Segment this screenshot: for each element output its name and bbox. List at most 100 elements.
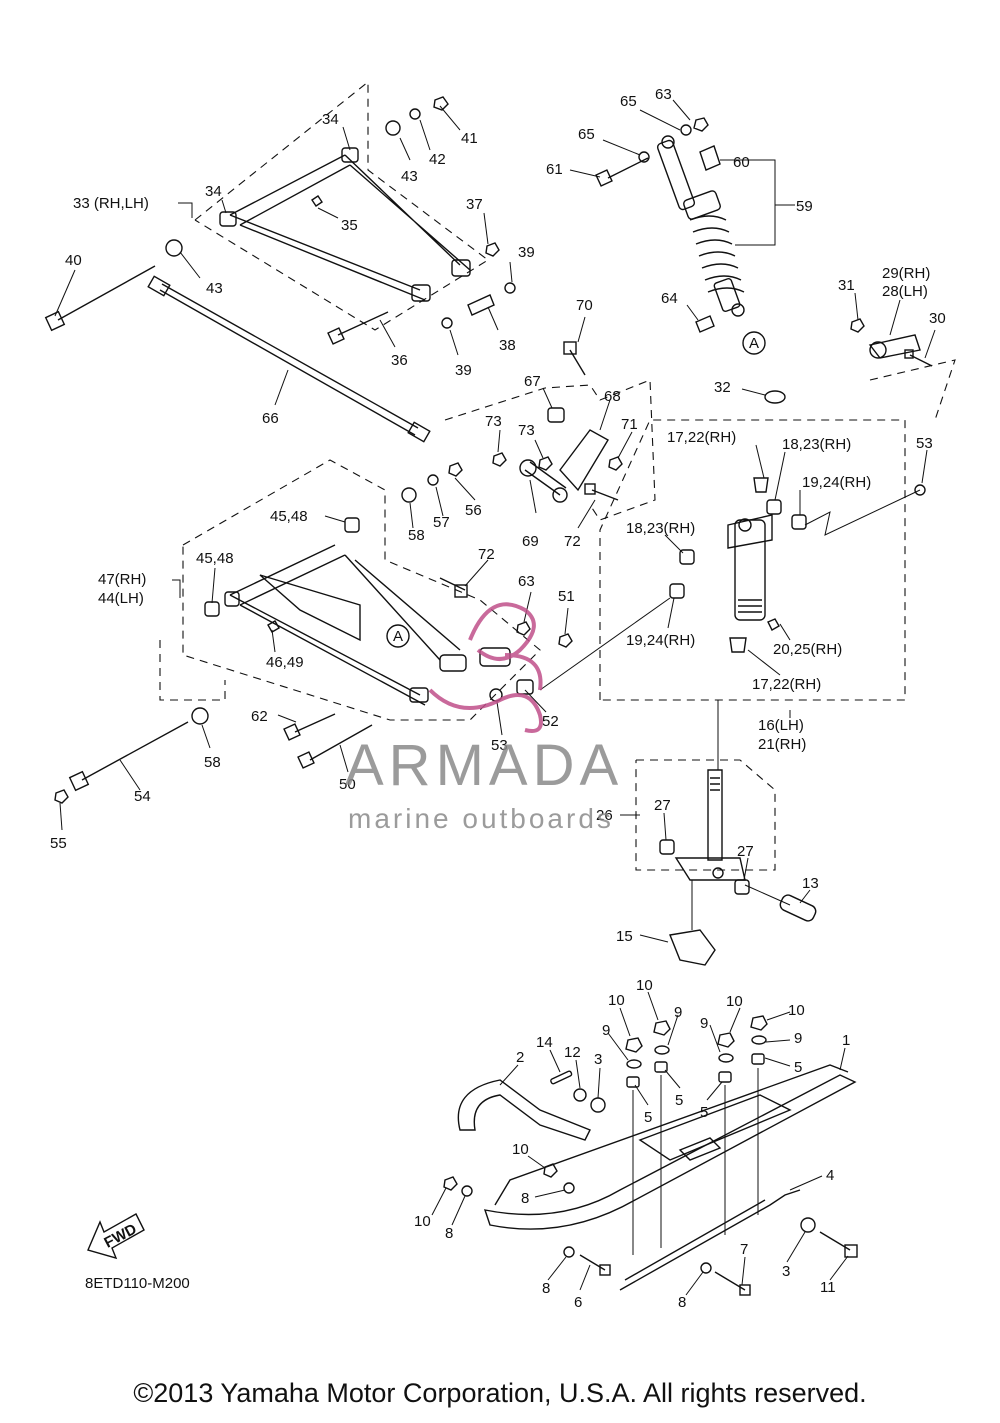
label-62: 62 — [251, 708, 268, 725]
nut-37 — [485, 242, 500, 257]
label-72-linkage: 72 — [564, 533, 581, 550]
nut-10-left — [443, 1176, 458, 1191]
leader-lines — [54, 99, 936, 1296]
collar-3-upper — [590, 1097, 606, 1113]
washer-39-lower — [441, 317, 453, 329]
bolt-70 — [563, 341, 586, 376]
washer-58-lower — [191, 707, 209, 725]
label-31: 31 — [838, 277, 855, 294]
label-3-lower: 3 — [782, 1263, 790, 1280]
label-9-c: 9 — [700, 1015, 708, 1032]
label-1: 1 — [842, 1032, 850, 1049]
label-10-d: 10 — [788, 1002, 805, 1019]
label-2: 2 — [516, 1049, 524, 1066]
label-29: 29(RH) — [882, 265, 930, 282]
pin-13 — [779, 894, 817, 922]
label-73-a: 73 — [485, 413, 502, 430]
label-55: 55 — [50, 835, 67, 852]
label-69: 69 — [522, 533, 539, 550]
bolt-62 — [283, 713, 336, 741]
label-6: 6 — [574, 1294, 582, 1311]
link-rod-69 — [519, 459, 568, 503]
bushing-27-a — [659, 839, 675, 855]
watermark: ARMADA marine outboards — [345, 602, 623, 834]
label-8-a: 8 — [521, 1190, 529, 1207]
linkage-group-outline — [444, 379, 656, 521]
grease-fitting-35 — [311, 195, 323, 207]
bolt-6 — [579, 1254, 611, 1276]
label-41: 41 — [461, 130, 478, 147]
label-66: 66 — [262, 410, 279, 427]
ref-circle-a-shock — [742, 331, 766, 355]
nut-41 — [433, 96, 449, 111]
diagram-code: 8ETD110-M200 — [85, 1275, 190, 1292]
pin-14 — [550, 1070, 573, 1085]
nut-31 — [850, 318, 865, 333]
nut-51 — [558, 633, 573, 648]
label-42: 42 — [429, 151, 446, 168]
label-19-upper: 19,24(RH) — [802, 474, 871, 491]
label-72-arm: 72 — [478, 546, 495, 563]
tie-rod-66 — [147, 275, 431, 443]
label-43-upper: 43 — [401, 168, 418, 185]
handle-2 — [457, 1079, 591, 1141]
label-63-shock: 63 — [655, 86, 672, 103]
label-11: 11 — [820, 1279, 836, 1296]
bushing-27-b — [734, 879, 750, 895]
nut-56 — [448, 462, 463, 477]
label-58-upper: 58 — [408, 527, 425, 544]
washer-8-left — [461, 1185, 473, 1197]
bolt-7 — [714, 1271, 751, 1296]
washer-57 — [427, 474, 439, 486]
lower-bolt-group-outline — [159, 640, 226, 701]
label-9-d: 9 — [794, 1030, 802, 1047]
label-10-e: 10 — [512, 1141, 529, 1158]
label-16: 16(LH) — [758, 717, 804, 734]
steering-arm-outline — [869, 359, 956, 421]
label-8-d: 8 — [678, 1294, 686, 1311]
lower-arm-group-outline — [182, 459, 541, 721]
label-5-a: 5 — [644, 1109, 652, 1126]
bushing-53 — [516, 679, 534, 695]
label-68: 68 — [604, 388, 621, 405]
washer-65-lower — [638, 151, 650, 163]
upper-a-arm — [219, 147, 471, 302]
label-17-upper: 17,22(RH) — [667, 429, 736, 446]
bushing-17-upper — [753, 477, 769, 493]
label-28: 28(LH) — [882, 283, 928, 300]
label-73-b: 73 — [518, 422, 535, 439]
label-65-upper: 65 — [620, 93, 637, 110]
bolt-36 — [327, 311, 389, 345]
label-9-a: 9 — [602, 1022, 610, 1039]
ski-1 — [483, 1064, 857, 1230]
grease-fitting-20 — [767, 618, 780, 631]
label-10-f: 10 — [414, 1213, 431, 1230]
nut-71 — [608, 456, 623, 471]
collar-3-lower — [800, 1217, 816, 1233]
shock-absorber — [656, 135, 745, 317]
label-53-spindle: 53 — [916, 435, 933, 452]
label-60: 60 — [733, 154, 750, 171]
washer-42 — [409, 108, 421, 120]
watermark-tagline: marine outboards — [348, 803, 614, 834]
washer-39-upper — [504, 282, 516, 294]
label-65-lower: 65 — [578, 126, 595, 143]
bushing-19-lower — [669, 583, 685, 599]
label-39-lower: 39 — [455, 362, 472, 379]
bushing-17-lower — [729, 637, 747, 653]
label-40: 40 — [65, 252, 82, 269]
label-47: 47(RH) — [98, 571, 146, 588]
label-64: 64 — [661, 290, 678, 307]
label-50: 50 — [339, 776, 356, 793]
nut-73-b — [538, 456, 553, 471]
label-45-lower: 45,48 — [196, 550, 234, 567]
stud-stack-left — [625, 1037, 643, 1255]
stud-stack-right-b — [750, 1015, 768, 1215]
label-10-c: 10 — [726, 993, 743, 1010]
watermark-brand: ARMADA — [345, 733, 623, 798]
ski-column — [674, 769, 746, 881]
label-61: 61 — [546, 161, 563, 178]
washer-43-lower — [165, 239, 183, 257]
label-56: 56 — [465, 502, 482, 519]
